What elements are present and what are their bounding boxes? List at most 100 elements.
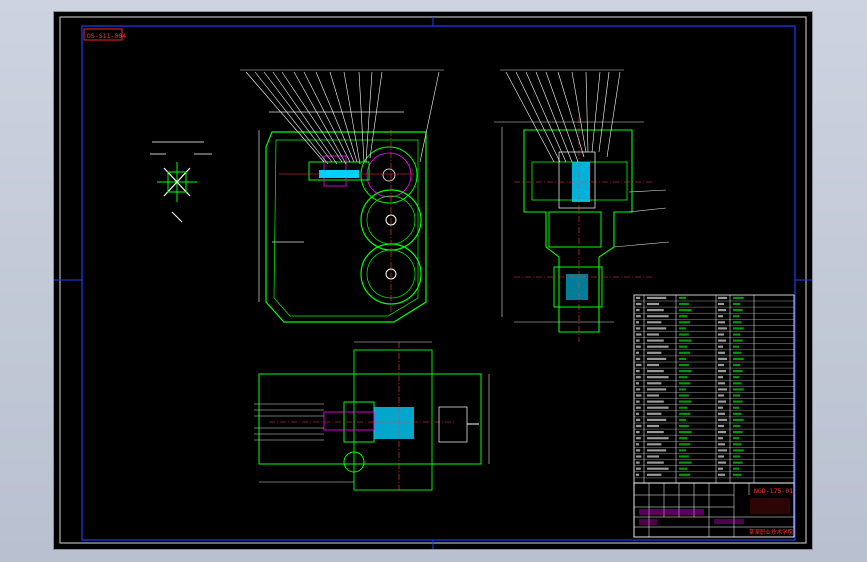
parts-list-cell [647,431,664,434]
parts-list-cell [679,351,691,354]
parts-list-cell [636,400,640,403]
parts-list-cell [636,473,639,476]
parts-list-cell [636,370,640,373]
parts-list-cell [718,394,724,397]
parts-list-cell [679,424,689,428]
parts-list-cell [636,431,640,434]
parts-list-cell [679,315,688,318]
parts-list-cell [679,473,691,476]
parts-list-cell [647,296,667,299]
drawing-code: DS-S11-004 [87,32,126,40]
parts-list-cell [733,339,743,342]
parts-list-cell [636,327,641,330]
parts-list-cell [647,363,659,367]
parts-list-cell [636,357,641,360]
parts-list-cell [679,461,692,464]
parts-list-cell [636,388,641,391]
parts-list-cell [718,467,723,470]
parts-list-cell [679,406,688,409]
parts-list-cell [733,382,742,385]
parts-list-cell [636,321,639,324]
parts-list-cell [636,296,641,299]
parts-list-cell [679,321,691,324]
parts-list-cell [733,461,743,464]
cad-canvas[interactable]: DS-S11-004 [54,12,812,549]
parts-list-cell [733,424,741,428]
parts-list-cell [647,424,659,428]
parts-list-cell [718,321,725,324]
parts-list-cell [636,406,641,409]
parts-list-cell [679,296,686,299]
parts-list-cell [718,309,726,312]
parts-list-cell [679,400,692,403]
parts-list-cell [647,302,659,306]
parts-list-cell [718,406,723,409]
parts-list-cell [718,351,725,354]
parts-list-cell [733,455,741,458]
parts-list-cell [647,382,662,385]
parts-list-cell [733,473,742,476]
parts-list-cell [733,370,743,373]
parts-list-cell [718,437,723,440]
parts-list-cell [679,418,686,421]
parts-list-cell [718,473,725,476]
parts-list-cell [679,382,691,385]
parts-list-cell [679,363,689,367]
parts-list-cell [636,412,639,415]
parts-list-cell [718,327,727,330]
parts-list-cell [636,437,641,440]
front-view [240,69,444,323]
cross-section-icon [157,162,197,202]
parts-list-cell [647,473,662,476]
side-view [494,69,670,342]
parts-list-cell [636,455,642,458]
parts-list-cell [679,443,691,446]
parts-list-cell [636,363,642,367]
parts-list-cell [718,449,727,452]
parts-list-cell [636,345,641,348]
assembly-code: NGD-175-01 [754,487,793,495]
parts-list-cell [636,394,642,397]
parts-list-cell [679,327,686,330]
centering-marks [54,17,812,549]
parts-list-cell [647,437,669,440]
parts-list-cell [733,388,744,391]
parts-list-cell [718,382,725,385]
parts-list-cell [636,339,640,342]
parts-list-cell [647,388,667,391]
parts-list-cell [718,296,727,299]
parts-list-cell [718,455,724,458]
parts-list-cell [679,449,686,452]
parts-list-cell [647,327,667,330]
parts-list-cell [636,467,641,470]
parts-list-cell [733,302,741,306]
parts-list-cell [679,455,689,458]
parts-list-cell [733,437,739,440]
parts-list-cell [647,467,669,470]
title-block: NGD-175-01 某某职业技术学院 [633,482,795,538]
parts-list-cell [679,357,686,360]
parts-list-cell [718,400,726,403]
parts-list-cell [679,394,689,397]
parts-list-cell [647,321,662,324]
drawing-code-box: DS-S11-004 [83,28,126,41]
parts-list-cell [718,339,726,342]
parts-list-cell [636,382,639,385]
parts-list-cell [647,345,669,348]
parts-list-cell [733,296,744,299]
parts-list-cell [636,418,641,421]
parts-list-cell [733,376,739,379]
parts-list-cell [733,406,739,409]
parts-list-cell [636,315,641,318]
school-name: 某某职业技术学院 [749,528,794,536]
parts-list-cell [733,412,742,415]
parts-list-cell [679,333,689,336]
parts-list-cell [718,431,726,434]
parts-list-cell [718,376,723,379]
parts-list-cell [636,376,641,379]
parts-list-cell [718,412,725,415]
parts-list-cell [679,339,692,342]
parts-list-cell [679,412,691,415]
parts-list-cell [679,388,686,391]
drawing-sheet[interactable]: DS-S11-004 [54,12,812,549]
